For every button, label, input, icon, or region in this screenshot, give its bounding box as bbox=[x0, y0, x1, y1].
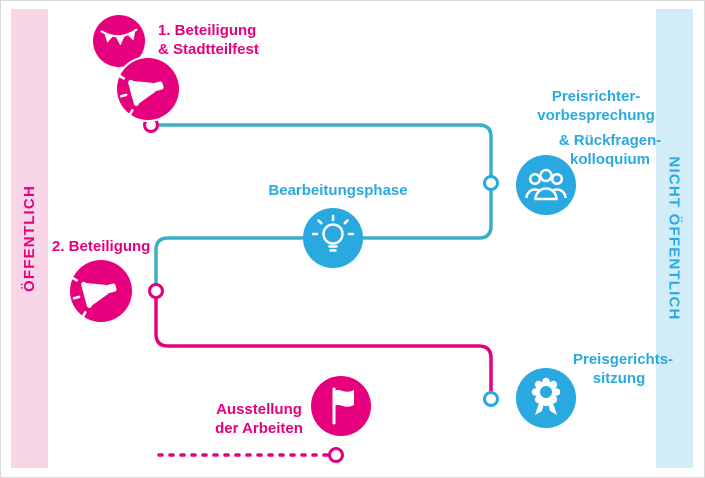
node-stadtteilfest bbox=[93, 15, 145, 67]
node-bearbeitungsphase bbox=[303, 208, 363, 268]
milestone-dot-4 bbox=[483, 391, 499, 407]
megaphone-icon bbox=[70, 260, 132, 322]
milestone-dot-5 bbox=[328, 447, 344, 463]
award-ribbon-icon bbox=[516, 368, 576, 428]
label-beteiligung-2: 2. Beteiligung bbox=[52, 238, 151, 255]
lightbulb-icon bbox=[303, 208, 363, 268]
label-ausstellung: Ausstellung der Arbeiten bbox=[215, 401, 303, 438]
node-preisrichtervorbesprechung bbox=[516, 155, 576, 215]
flow-segment-3 bbox=[154, 296, 493, 394]
bunting-icon bbox=[93, 15, 145, 67]
node-preisgerichtssitzung bbox=[516, 368, 576, 428]
milestone-dot-2 bbox=[483, 175, 499, 191]
public-band: ÖFFENTLICH bbox=[11, 9, 48, 468]
node-beteiligung-1 bbox=[117, 58, 179, 120]
milestone-dot-3 bbox=[148, 283, 164, 299]
flow-segment-1 bbox=[156, 123, 493, 178]
label-preisrichtervorbesprechung: Preisrichter- vorbesprechung & Rückfrage… bbox=[537, 88, 662, 169]
label-preisgerichtssitzung: Preisgerichts- sitzung bbox=[573, 351, 674, 388]
non-public-band: NICHT ÖFFENTLICH bbox=[656, 9, 693, 468]
node-ausstellung bbox=[311, 376, 371, 436]
label-bearbeitungsphase: Bearbeitungsphase bbox=[268, 182, 408, 199]
milestone-dot-1 bbox=[143, 117, 159, 133]
label-beteiligung-1: 1. Beteiligung & Stadtteilfest bbox=[158, 22, 259, 59]
jury-people-icon bbox=[516, 155, 576, 215]
node-beteiligung-2 bbox=[70, 260, 132, 322]
megaphone-icon bbox=[117, 58, 179, 120]
flag-icon bbox=[311, 376, 371, 436]
